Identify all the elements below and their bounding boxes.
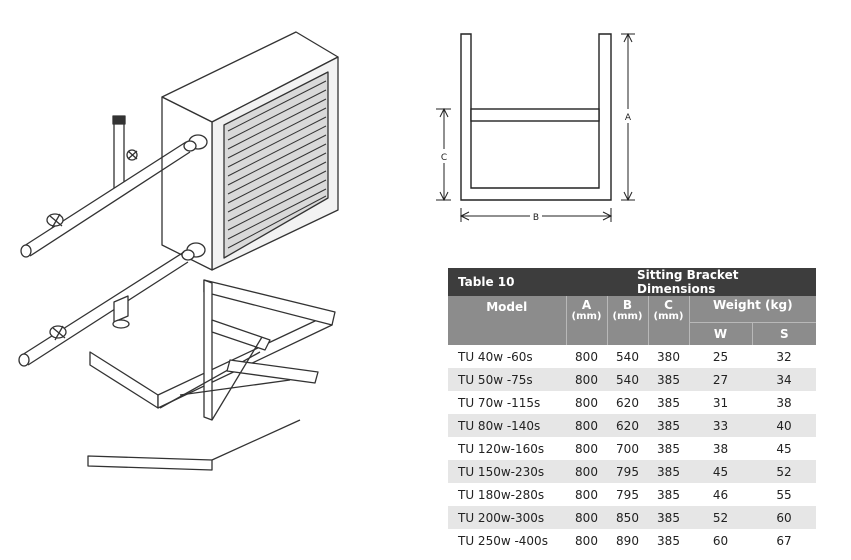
cell-s: 40: [752, 414, 817, 437]
cell-b: 620: [607, 391, 648, 414]
sitting-bracket-dimensions-table-container: Table 10 Sitting Bracket Dimensions Mode…: [448, 268, 817, 552]
cell-model: TU 150w-230s: [448, 460, 566, 483]
cell-c: 380: [648, 345, 689, 368]
cell-w: 52: [689, 506, 752, 529]
dimension-c-label: C: [441, 153, 447, 163]
cell-w: 31: [689, 391, 752, 414]
cell-c: 385: [648, 391, 689, 414]
header-model-label: Model: [486, 300, 528, 314]
cell-b: 890: [607, 529, 648, 552]
cell-c: 385: [648, 368, 689, 391]
cell-w: 33: [689, 414, 752, 437]
cell-model: TU 80w -140s: [448, 414, 566, 437]
cell-a: 800: [566, 483, 607, 506]
cell-c: 385: [648, 460, 689, 483]
cell-c: 385: [648, 483, 689, 506]
cell-c: 385: [648, 529, 689, 552]
cell-s: 32: [752, 345, 817, 368]
cell-a: 800: [566, 460, 607, 483]
header-weight: Weight (kg): [689, 296, 817, 323]
cell-model: TU 120w-160s: [448, 437, 566, 460]
cell-s: 45: [752, 437, 817, 460]
table-header-row: Model A (mm) B (mm) C (mm) Weight (kg): [448, 296, 817, 345]
table-title: Sitting Bracket Dimensions: [607, 268, 817, 296]
table-number: Table 10: [448, 268, 607, 296]
cell-b: 700: [607, 437, 648, 460]
cell-b: 620: [607, 414, 648, 437]
table-subheader-row: W S: [448, 322, 817, 345]
header-a-label: A: [581, 298, 592, 312]
cell-w: 60: [689, 529, 752, 552]
cell-model: TU 250w -400s: [448, 529, 566, 552]
dimension-b-label: B: [533, 213, 539, 223]
cell-a: 800: [566, 414, 607, 437]
header-c-unit: (mm): [653, 311, 684, 322]
header-s: S: [752, 322, 817, 345]
cell-a: 800: [566, 529, 607, 552]
header-c-label: C: [664, 298, 673, 312]
cell-c: 385: [648, 506, 689, 529]
header-b-unit: (mm): [612, 311, 643, 322]
unit-heater-isometric-illustration: [18, 31, 339, 471]
cell-a: 800: [566, 437, 607, 460]
cell-w: 38: [689, 437, 752, 460]
sitting-bracket-dimensions-table: Table 10 Sitting Bracket Dimensions Mode…: [448, 268, 817, 552]
cell-a: 800: [566, 368, 607, 391]
header-a: A (mm): [566, 296, 608, 345]
cell-s: 34: [752, 368, 817, 391]
header-a-unit: (mm): [571, 311, 602, 322]
header-w: W: [689, 322, 753, 345]
cell-w: 46: [689, 483, 752, 506]
cell-b: 540: [607, 368, 648, 391]
cell-s: 55: [752, 483, 817, 506]
cell-model: TU 40w -60s: [448, 345, 566, 368]
cell-c: 385: [648, 414, 689, 437]
cell-b: 795: [607, 483, 648, 506]
cell-b: 850: [607, 506, 648, 529]
header-b: B (mm): [607, 296, 649, 345]
cell-b: 795: [607, 460, 648, 483]
header-model: Model: [448, 296, 567, 345]
header-b-label: B: [622, 298, 633, 312]
cell-w: 27: [689, 368, 752, 391]
cell-s: 38: [752, 391, 817, 414]
cell-model: TU 200w-300s: [448, 506, 566, 529]
cell-w: 25: [689, 345, 752, 368]
cell-model: TU 180w-280s: [448, 483, 566, 506]
cell-model: TU 50w -75s: [448, 368, 566, 391]
cell-a: 800: [566, 506, 607, 529]
cell-b: 540: [607, 345, 648, 368]
dimension-a-label: A: [625, 113, 632, 123]
cell-c: 385: [648, 437, 689, 460]
table-title-row: Table 10 Sitting Bracket Dimensions: [448, 268, 817, 296]
cell-s: 52: [752, 460, 817, 483]
cell-w: 45: [689, 460, 752, 483]
cell-s: 60: [752, 506, 817, 529]
header-c: C (mm): [648, 296, 690, 345]
sitting-bracket-dimension-diagram: A C B: [436, 32, 635, 223]
cell-a: 800: [566, 391, 607, 414]
cell-s: 67: [752, 529, 817, 552]
cell-model: TU 70w -115s: [448, 391, 566, 414]
cell-a: 800: [566, 345, 607, 368]
